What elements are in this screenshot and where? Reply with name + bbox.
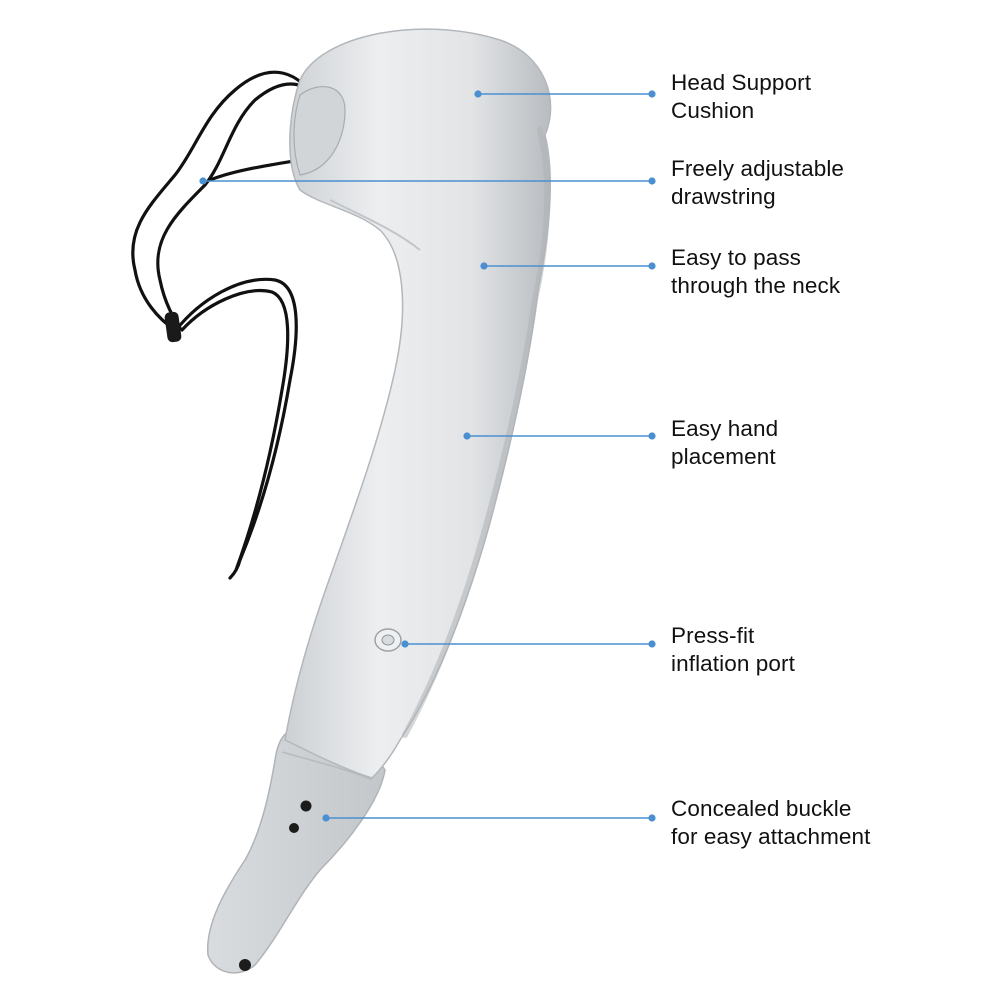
callout-text-line: inflation port bbox=[671, 651, 795, 676]
callout-text-line: Easy to pass bbox=[671, 245, 802, 270]
callout-label-neck: Easy to pass through the neck bbox=[671, 244, 840, 300]
snap-button bbox=[300, 800, 312, 812]
leader-dot-head-support-end bbox=[648, 90, 656, 98]
leader-dot-neck-start bbox=[480, 262, 488, 270]
drawstring-opening bbox=[293, 86, 346, 176]
leader-dot-hand-end bbox=[648, 432, 656, 440]
callout-text-line: drawstring bbox=[671, 184, 776, 209]
leader-dot-neck-end bbox=[648, 262, 656, 270]
callout-text-line: placement bbox=[671, 444, 776, 469]
callout-label-hand: Easy hand placement bbox=[671, 415, 778, 471]
inflation-port-valve bbox=[374, 628, 402, 652]
callout-text-line: through the neck bbox=[671, 273, 841, 298]
cord-toggle-stopper bbox=[164, 311, 182, 343]
leader-dot-hand-start bbox=[463, 432, 471, 440]
leader-dot-buckle-start bbox=[322, 814, 330, 822]
leader-dot-head-support-start bbox=[474, 90, 482, 98]
pillow-body bbox=[284, 28, 552, 779]
callout-text-line: Freely adjustable bbox=[671, 156, 845, 181]
snap-button bbox=[289, 823, 299, 833]
callout-text-line: for easy attachment bbox=[671, 824, 871, 849]
callout-label-buckle: Concealed buckle for easy attachment bbox=[671, 795, 871, 851]
callout-leaders bbox=[199, 90, 656, 822]
buckle-strap bbox=[206, 729, 386, 974]
callout-label-inflation-port: Press-fit inflation port bbox=[671, 622, 795, 678]
callout-text-line: Head Support bbox=[671, 70, 812, 95]
callout-text-line: Concealed buckle bbox=[671, 796, 852, 821]
callout-label-drawstring: Freely adjustable drawstring bbox=[671, 155, 844, 211]
leader-dot-drawstring-end bbox=[648, 177, 656, 185]
leader-dot-buckle-end bbox=[648, 814, 656, 822]
callout-text-line: Easy hand bbox=[671, 416, 779, 441]
leader-dot-inflation-port-end bbox=[648, 640, 656, 648]
leader-dot-drawstring-start bbox=[199, 177, 207, 185]
callout-text-line: Press-fit bbox=[671, 623, 755, 648]
leader-dot-inflation-port-start bbox=[401, 640, 409, 648]
snap-button bbox=[239, 959, 251, 971]
callout-text-line: Cushion bbox=[671, 98, 755, 123]
